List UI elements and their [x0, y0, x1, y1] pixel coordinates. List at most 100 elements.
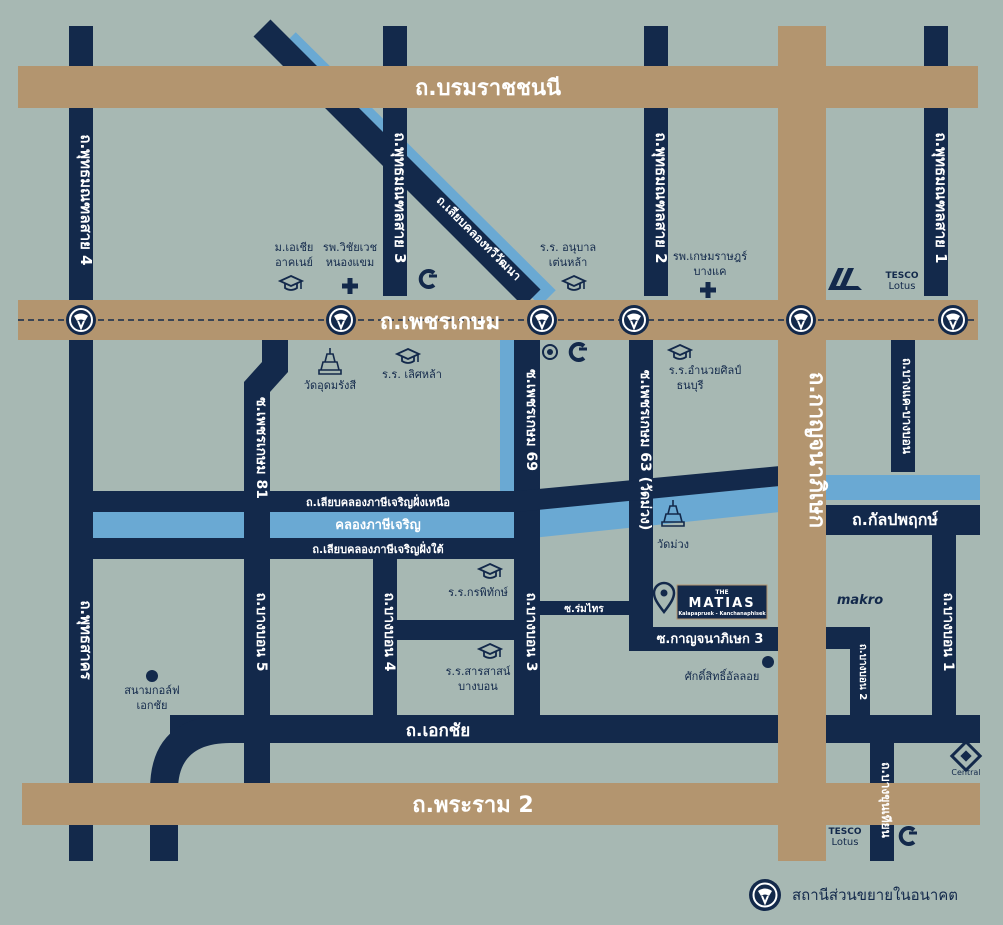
road-bangbon4 [373, 555, 397, 715]
graduation-cap-icon [668, 344, 692, 360]
label-phetkasem: ถ.เพชรเกษม [380, 310, 500, 335]
poi-label: ร.ร.กรพิทักษ์ [448, 586, 508, 599]
cp-logo-icon [568, 342, 589, 362]
road-liap-phasi-south [92, 538, 532, 559]
future-station-icon [749, 879, 781, 911]
poi-kornpitak: ร.ร.กรพิทักษ์ [448, 563, 508, 599]
label-phutthamonthon3: ถ.พุทธมณฑลสาย 3 [390, 132, 409, 263]
poi-wat-udom: วัดอุดมรังสี [304, 347, 357, 392]
poi-central: Central [949, 739, 983, 777]
station-icon [325, 304, 357, 336]
label-bangbon3: ถ.บางบอน 3 [523, 593, 539, 672]
road-bangbon2-link [826, 627, 870, 649]
road-bangbon2 [850, 627, 870, 717]
road-soi81 [244, 340, 288, 790]
graduation-cap-icon [279, 275, 303, 291]
poi-label: วัดม่วง [657, 538, 689, 551]
hospital-cross-icon [700, 282, 716, 298]
road-kalpapruek [826, 505, 980, 535]
road-bangbon1 [932, 535, 956, 715]
hospital-cross-icon [342, 278, 358, 294]
station-icon [65, 304, 97, 336]
label-bangbon2: ถ.บางบอน 2 [857, 644, 868, 700]
poi-makro: makro [837, 593, 883, 608]
road-romsai [540, 601, 629, 615]
label-borommaratchachonnani: ถ.บรมราชชนนี [415, 76, 561, 101]
poi-label: รพ.วิชัยเวช [323, 241, 377, 254]
poi-label: ร.ร.สารสาสน์ [446, 665, 511, 678]
poi-label: ร.ร. อนุบาล [540, 241, 596, 254]
label-bangkhae-bangbon: ถ.บางแค-บางบอน [900, 358, 914, 455]
project-name: MATIAS [688, 596, 755, 611]
station-icon [937, 304, 969, 336]
label-kalpapruek: ถ.กัลปพฤกษ์ [852, 510, 938, 529]
canal-phasi-charoen-west [92, 510, 532, 538]
station-icon [785, 304, 817, 336]
label-canal-phasi: คลองภาษีเจริญ [335, 517, 420, 533]
label-soi81: ซ.เพชรเกษม 81 [253, 397, 269, 499]
main-roads [18, 26, 980, 861]
graduation-cap-icon [478, 563, 502, 579]
road-soi69 [514, 340, 540, 715]
label-liap-phasi-south: ถ.เลียบคลองภาษีเจริญฝั่งใต้ [312, 541, 443, 556]
road-bangkhae-bangbon [891, 340, 915, 472]
poi-golf: สนามกอล์ฟ เอกชัย [124, 670, 180, 712]
label-liap-thawiwatthana: ถ.เลียบคลองทวีวัฒนา [434, 193, 524, 283]
poi-anuban-tenla: ร.ร. อนุบาล เต่นหล้า [540, 241, 596, 291]
poi-label: วัดอุดมรังสี [304, 379, 357, 392]
poi-label: บางแค [694, 265, 727, 278]
brand-logo-icon [542, 344, 558, 360]
poi-label: Lotus [889, 281, 916, 292]
project-logo-box [676, 584, 768, 620]
label-phutthasakhon: ถ.พุทธสาคร [76, 600, 95, 680]
road-phutthamonthon4 [69, 26, 93, 861]
graduation-cap-icon [562, 275, 586, 291]
project-subtitle: Kalapapruek - Kanchanaphisek [678, 611, 766, 617]
road-liap-phasi-north [92, 491, 517, 512]
poi-label: ร.ร. เลิศหล้า [382, 368, 442, 381]
label-ekkachai: ถ.เอกชัย [406, 721, 471, 741]
poi-label: สนามกอล์ฟ [124, 684, 179, 697]
label-soi63: ซ.เพชรเกษม 63 (วัดม่วง) [637, 370, 653, 530]
location-dot-icon [762, 656, 774, 668]
poi-homepro [828, 268, 862, 290]
project-marker[interactable]: THE MATIAS Kalapapruek - Kanchanaphisek [652, 581, 768, 620]
poi-label: บางบอน [458, 680, 498, 693]
label-phutthamonthon1: ถ.พุทธมณฑลสาย 1 [931, 132, 950, 263]
cp-logo-icon [418, 269, 439, 289]
poi-kasemrad: รพ.เกษมราษฎร์ บางแค [673, 250, 747, 298]
temple-icon [318, 347, 342, 375]
poi-label: ม.เอเชีย [275, 241, 314, 254]
road-kanchanaphisek [778, 26, 826, 861]
graduation-cap-icon [396, 348, 420, 364]
poi-sarasas: ร.ร.สารสาสน์ บางบอน [446, 643, 511, 693]
cp-logo-icon [898, 826, 919, 846]
poi-label: TESCO [828, 827, 861, 837]
road-ekkachai [170, 715, 980, 743]
location-pin-icon [652, 581, 676, 615]
poi-lertla: ร.ร. เลิศหล้า [382, 348, 442, 381]
location-dot-icon [146, 670, 158, 682]
poi-label: TESCO [885, 271, 918, 281]
poi-label: หนองแขม [326, 256, 375, 269]
station-icon [526, 304, 558, 336]
label-bangkhunthian: ถ.บางขุนเทียน [878, 762, 893, 838]
poi-tesco-bottom: TESCO Lotus [828, 827, 861, 848]
label-soi69: ซ.เพชรเกษม 69 [523, 369, 539, 471]
poi-label: ร.ร.อำนวยศิลป์ [669, 364, 741, 377]
poi-label: Central [951, 768, 980, 777]
label-bangbon1: ถ.บางบอน 1 [940, 593, 956, 672]
label-phutthamonthon4: ถ.พุทธมณฑลสาย 4 [76, 134, 95, 265]
project-brand-small: THE [715, 589, 728, 596]
poi-label: Lotus [832, 837, 859, 848]
poi-vichaivej: รพ.วิชัยเวช หนองแขม [323, 241, 377, 294]
road-bangbon4-link [397, 620, 514, 640]
graduation-cap-icon [478, 643, 502, 659]
poi-label: อาคเนย์ [275, 256, 313, 269]
legend: สถานีส่วนขยายในอนาคต [748, 878, 958, 912]
poi-tesco-top: TESCO Lotus [885, 271, 918, 292]
poi-label: เอกชัย [137, 699, 168, 712]
central-logo-icon [949, 739, 983, 773]
road-kanchanaphisek3 [629, 627, 779, 651]
